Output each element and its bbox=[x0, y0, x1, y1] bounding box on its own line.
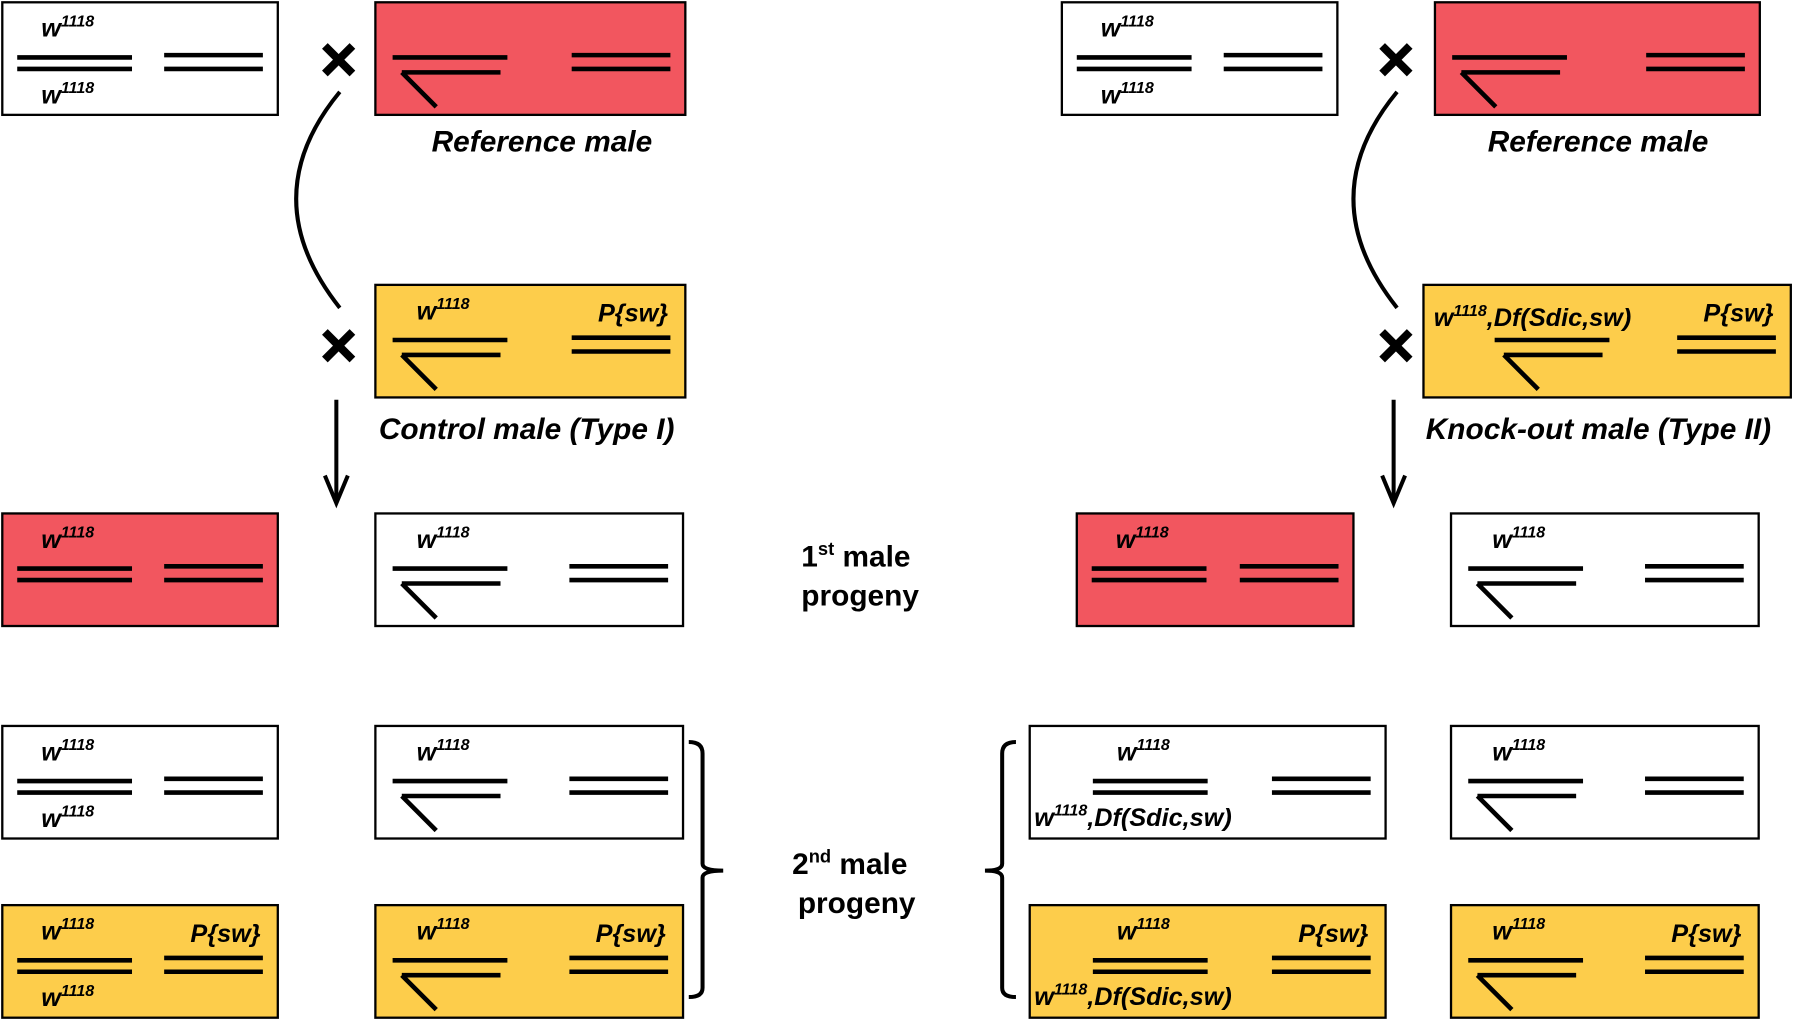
genotype-top-label: w1118 bbox=[41, 12, 94, 42]
first-male-progeny-label: 1st male bbox=[801, 538, 910, 573]
y-chromosome bbox=[400, 70, 501, 109]
genotype-top-label: w1118 bbox=[1116, 524, 1169, 554]
genotype-top-label: w1118 bbox=[1117, 915, 1170, 945]
y-chromosome bbox=[1502, 352, 1603, 392]
control-cross-progeny2-box-3-frame bbox=[1, 903, 279, 1019]
knockout-cross-progeny1-box-2: w1118 bbox=[1449, 512, 1760, 628]
first-progeny-label-line2: progeny bbox=[801, 579, 919, 612]
control-cross-reference-male-box bbox=[374, 1, 687, 117]
knockout-cross-test-male-box: w1118,Df(Sdic,sw) P{sw} bbox=[1422, 283, 1792, 399]
knockout-cross-progeny2-box-2: w1118 bbox=[1449, 724, 1760, 840]
knockout-cross-progeny1-box-1: w1118 bbox=[1075, 512, 1355, 628]
knockout-cross-progeny2-box-1: w1118 w1118,Df(Sdic,sw) bbox=[1028, 724, 1387, 840]
knockout-cross-reference-male-box bbox=[1433, 1, 1761, 117]
y-chromosome bbox=[400, 352, 501, 392]
control-cross-progeny2-box-1: w1118 w1118 bbox=[1, 724, 279, 840]
genotype-top-label: w1118,Df(Sdic,sw) bbox=[1434, 302, 1631, 332]
knockout-cross-female-box-frame bbox=[1060, 1, 1339, 117]
control-cross-progeny2-box-4: w1118 P{sw} bbox=[374, 903, 685, 1019]
genotype-top-label: w1118 bbox=[1492, 915, 1545, 945]
genotype-top-label: w1118 bbox=[1492, 736, 1545, 766]
knockout-male-label: Knock-out male (Type II) bbox=[1426, 413, 1771, 446]
genotype-bottom-label: w1118 bbox=[41, 803, 94, 833]
y-chromosome bbox=[400, 793, 501, 833]
genotype-bottom-label: w1118 bbox=[41, 982, 94, 1012]
control-cross-female-box: w1118 w1118 bbox=[1, 1, 279, 117]
reference-male-label-left: Reference male bbox=[432, 126, 653, 159]
genotype-bottom-label: w1118,Df(Sdic,sw) bbox=[1034, 802, 1231, 832]
down-arrow-icon-left bbox=[323, 399, 350, 509]
psw-label: P{sw} bbox=[190, 920, 260, 948]
cross-arc-right bbox=[1351, 90, 1399, 310]
control-cross-progeny1-box-2: w1118 bbox=[374, 512, 685, 628]
genotype-top-label: w1118 bbox=[1117, 736, 1170, 766]
genotype-bottom-label: w1118,Df(Sdic,sw) bbox=[1034, 981, 1231, 1011]
genotype-top-label: w1118 bbox=[41, 915, 94, 945]
cross-icon-right-top bbox=[1379, 43, 1413, 77]
genotype-top-label: w1118 bbox=[417, 915, 470, 945]
y-chromosome bbox=[400, 972, 501, 1012]
control-male-label: Control male (Type I) bbox=[379, 413, 675, 446]
y-chromosome bbox=[1475, 581, 1577, 620]
knockout-cross-progeny2-box-4: w1118 P{sw} bbox=[1449, 903, 1760, 1019]
cross-icon-left-bottom bbox=[322, 329, 356, 363]
y-chromosome bbox=[1459, 70, 1561, 109]
psw-label: P{sw} bbox=[1298, 920, 1368, 948]
second-progeny-label-line2: progeny bbox=[798, 887, 916, 920]
cross-arc-left bbox=[294, 90, 342, 310]
second-male-progeny-label: 2nd male bbox=[792, 846, 907, 881]
y-chromosome bbox=[1475, 793, 1577, 833]
genotype-bottom-label: w1118 bbox=[1101, 79, 1154, 109]
knockout-cross-female-box: w1118 w1118 bbox=[1060, 1, 1339, 117]
genotype-top-label: w1118 bbox=[1492, 524, 1545, 554]
psw-label: P{sw} bbox=[598, 300, 668, 328]
psw-label: P{sw} bbox=[596, 920, 666, 948]
knockout-cross-progeny2-box-2-frame bbox=[1449, 724, 1760, 840]
genotype-top-label: w1118 bbox=[41, 736, 94, 766]
left-brace-right bbox=[984, 740, 1017, 1000]
control-cross-progeny1-box-1: w1118 bbox=[1, 512, 279, 628]
genotype-top-label: w1118 bbox=[1101, 12, 1154, 42]
down-arrow-icon-right bbox=[1380, 399, 1407, 509]
cross-icon-right-bottom bbox=[1379, 329, 1413, 363]
genotype-top-label: w1118 bbox=[417, 295, 470, 325]
reference-male-label-right: Reference male bbox=[1488, 126, 1709, 159]
psw-label: P{sw} bbox=[1703, 300, 1773, 328]
control-cross-progeny2-box-2: w1118 bbox=[374, 724, 685, 840]
genotype-top-label: w1118 bbox=[41, 524, 94, 554]
cross-icon-left-top bbox=[322, 43, 356, 77]
genotype-top-label: w1118 bbox=[417, 524, 470, 554]
y-chromosome bbox=[400, 581, 501, 620]
genotype-bottom-label: w1118 bbox=[41, 79, 94, 109]
y-chromosome bbox=[1475, 972, 1577, 1012]
control-cross-test-male-box: w1118 P{sw} bbox=[374, 283, 687, 399]
genotype-top-label: w1118 bbox=[417, 736, 470, 766]
knockout-cross-progeny2-box-3: w1118 w1118,Df(Sdic,sw) P{sw} bbox=[1028, 903, 1387, 1019]
psw-label: P{sw} bbox=[1671, 920, 1741, 948]
control-cross-progeny2-box-3: w1118 w1118 P{sw} bbox=[1, 903, 279, 1019]
right-brace-left bbox=[688, 740, 724, 1000]
